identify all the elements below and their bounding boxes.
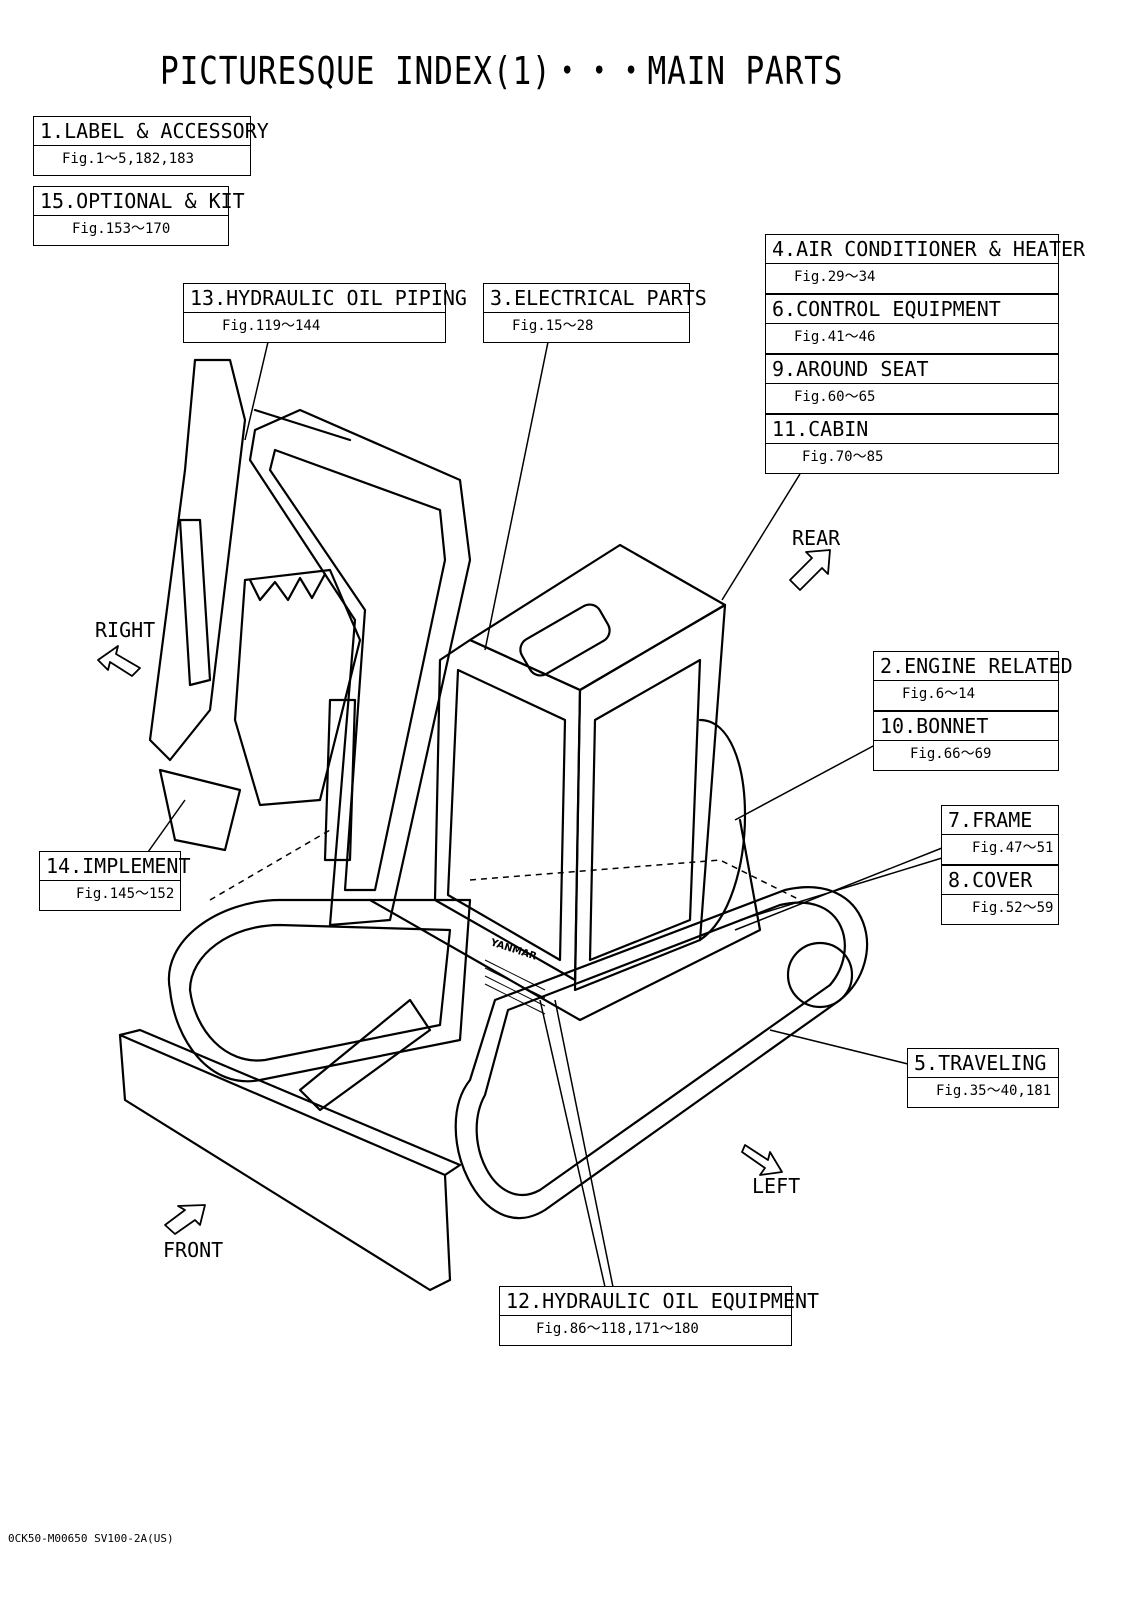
left-track [454,886,869,1219]
upper-frame [368,818,762,1022]
rear-arrow [789,549,831,591]
left-track-idler [786,941,854,1009]
label-box-implement[interactable]: 14.IMPLEMENT Fig.145～152 [39,851,191,911]
cab-front-glass [446,668,567,962]
bucket-link [158,768,242,852]
figure-range: Fig.145～152 [76,886,175,902]
bucket-cylinder [253,408,352,442]
leader-lines [147,341,943,1288]
section-name: 4.AIR CONDITIONER & HEATER [766,235,1085,264]
brand-logo: YANMAR [488,937,538,963]
section-name: 13.HYDRAULIC OIL PIPING [184,284,467,313]
dozer-blade-top [118,1028,462,1177]
figure-range: Fig.6～14 [902,686,976,702]
blade-cylinder [298,998,432,1112]
boom-cylinder [323,698,357,862]
section-name: 7.FRAME [942,806,1058,835]
figure-range: Fig.52～59 [972,900,1054,916]
section-name: 5.TRAVELING [908,1049,1058,1078]
label-box-label-accessory[interactable]: 1.LABEL & ACCESSORY Fig.1～5,182,183 [33,116,269,176]
cab-side-glass [588,658,702,962]
section-name: 10.BONNET [874,712,1058,741]
right-track [167,898,472,1083]
figure-range: Fig.1～5,182,183 [62,151,195,167]
figure-range: Fig.47～51 [972,840,1054,856]
section-name: 1.LABEL & ACCESSORY [34,117,269,146]
left-label: LEFT [752,1174,801,1198]
left-arrow [741,1144,783,1176]
engine-grille [484,959,546,1015]
right-arrow [97,645,141,677]
bucket [233,568,362,807]
figure-range: Fig.41～46 [794,329,876,345]
figure-range: Fig.60～65 [794,389,876,405]
front-label: FRONT [163,1238,224,1262]
label-box-hydraulic-oil-piping[interactable]: 13.HYDRAULIC OIL PIPING Fig.119～144 [183,283,467,343]
label-box-around-seat[interactable]: 9.AROUND SEAT Fig.60～65 [765,354,1059,414]
figure-range: Fig.29～34 [794,269,876,285]
left-track-inner [475,901,846,1197]
label-box-bonnet[interactable]: 10.BONNET Fig.66～69 [873,711,1059,771]
figure-range: Fig.70～85 [802,449,884,465]
section-name: 9.AROUND SEAT [766,355,1058,384]
swing-outline [209,829,801,901]
label-box-electrical-parts[interactable]: 3.ELECTRICAL PARTS Fig.15～28 [483,283,707,343]
figure-range: Fig.86～118,171～180 [536,1321,699,1337]
figure-range: Fig.66～69 [910,746,992,762]
cab-front [433,638,582,982]
label-box-optional-kit[interactable]: 15.OPTIONAL & KIT Fig.153～170 [33,186,245,246]
bucket-teeth [248,572,327,602]
label-box-frame[interactable]: 7.FRAME Fig.47～51 [941,805,1059,865]
label-box-hydraulic-oil-equipment[interactable]: 12.HYDRAULIC OIL EQUIPMENT Fig.86～118,17… [499,1286,819,1346]
section-name: 2.ENGINE RELATED [874,652,1073,681]
section-name: 14.IMPLEMENT [40,852,191,881]
label-box-cover[interactable]: 8.COVER Fig.52～59 [941,865,1059,925]
cab-side [573,603,727,992]
section-name: 8.COVER [942,866,1058,895]
page-title: PICTURESQUE INDEX(1)・・・MAIN PARTS [160,49,844,93]
cab-window-top [519,603,611,677]
section-name: 15.OPTIONAL & KIT [34,187,245,216]
arm-cylinder [178,518,212,687]
section-name: 12.HYDRAULIC OIL EQUIPMENT [500,1287,819,1316]
label-box-engine-related[interactable]: 2.ENGINE RELATED Fig.6～14 [873,651,1073,711]
arm [148,358,247,762]
boom [248,408,472,927]
label-box-cabin[interactable]: 11.CABIN Fig.70～85 [765,414,1059,474]
figure-range: Fig.15～28 [512,318,594,334]
right-label: RIGHT [95,618,156,642]
section-name: 3.ELECTRICAL PARTS [484,284,707,313]
dozer-blade [118,1033,452,1292]
figure-range: Fig.35～40,181 [936,1083,1052,1099]
label-box-air-conditioner[interactable]: 4.AIR CONDITIONER & HEATER Fig.29～34 [765,234,1085,294]
figure-range: Fig.119～144 [222,318,321,334]
front-arrow [164,1204,206,1235]
right-track-inner [188,923,452,1062]
boom-inner [268,448,447,892]
section-name: 6.CONTROL EQUIPMENT [766,295,1058,324]
label-box-control-equipment[interactable]: 6.CONTROL EQUIPMENT Fig.41～46 [765,294,1059,354]
label-box-traveling[interactable]: 5.TRAVELING Fig.35～40,181 [907,1048,1059,1108]
figure-range: Fig.153～170 [72,221,171,237]
rear-label: REAR [792,526,841,550]
section-name: 11.CABIN [766,415,1058,444]
document-code: 0CK50-M00650 SV100-2A(US) [8,1532,174,1545]
